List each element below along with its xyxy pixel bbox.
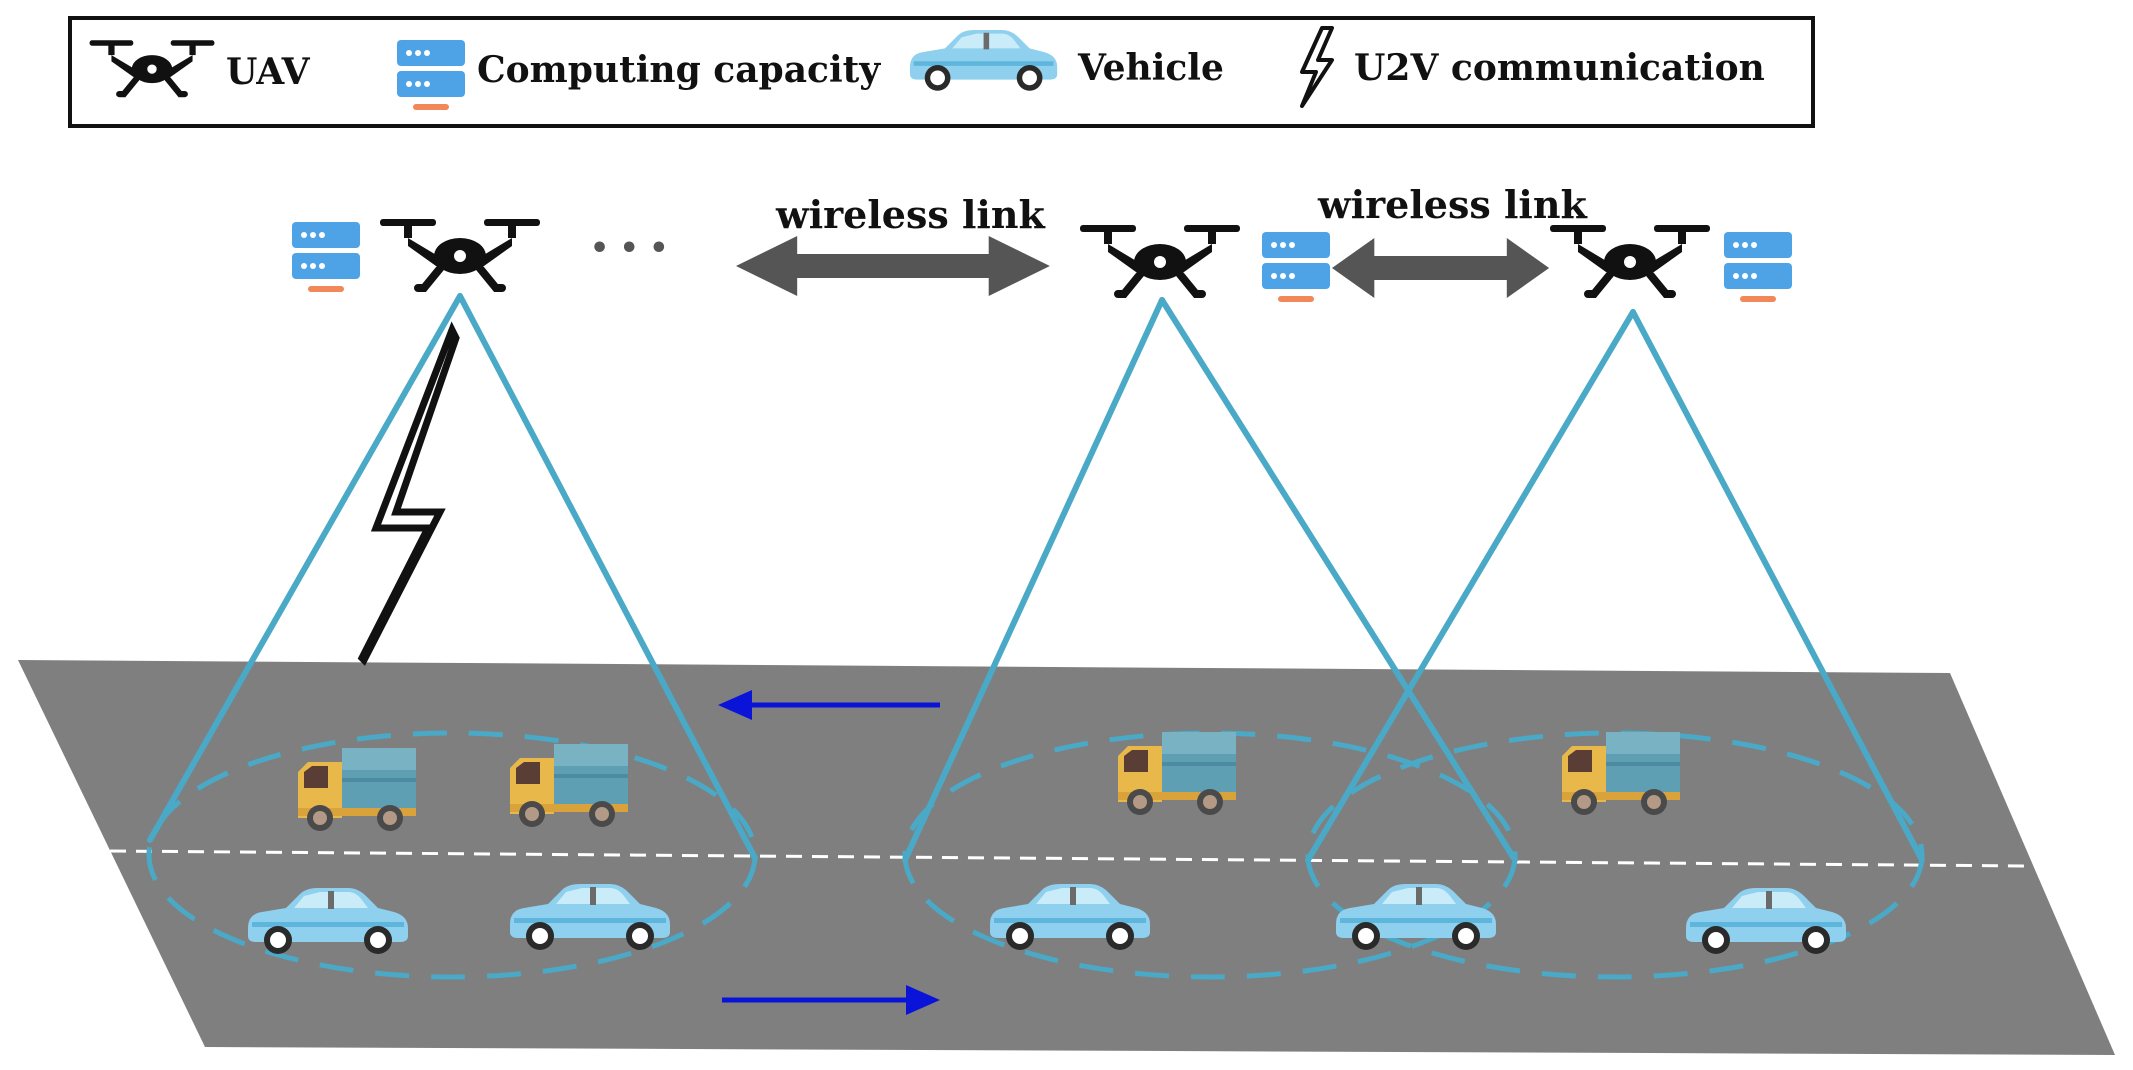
- cone-3-left: [1305, 309, 1636, 863]
- ellipsis: • • •: [590, 231, 668, 266]
- uav-3: [1550, 225, 1792, 302]
- wireless-link-label-1: wireless link: [775, 192, 1045, 237]
- lane-divider: [109, 849, 2031, 868]
- cone-1-right: [457, 293, 758, 861]
- legend-computing-label: Computing capacity: [477, 49, 881, 91]
- cone-3-right: [1630, 309, 1925, 863]
- road: [18, 660, 2115, 1055]
- uav-2: [1080, 225, 1330, 302]
- wireless-link-label-2: wireless link: [1317, 182, 1587, 227]
- wireless-link-arrow-2: [1332, 238, 1550, 298]
- wireless-link-arrow-1: [736, 236, 1050, 296]
- server-3-icon: [1724, 232, 1792, 302]
- legend: UAV Computing capacity Vehicle U2V commu…: [68, 16, 1815, 128]
- legend-vehicle-label: Vehicle: [1077, 47, 1224, 89]
- cone-2-left: [902, 297, 1165, 863]
- direction-arrow-right: [722, 985, 940, 1015]
- coverage-area-1: [146, 730, 758, 980]
- cone-1-left: [147, 293, 463, 843]
- coverage-area-2: [902, 730, 1518, 980]
- legend-u2v-label: U2V communication: [1354, 47, 1765, 89]
- uav-1: [292, 219, 540, 292]
- u2v-lightning-icon: [357, 321, 460, 666]
- drone-3-icon: [1550, 225, 1710, 294]
- legend-lightning-icon: [1300, 26, 1334, 108]
- drone-2-icon: [1080, 225, 1240, 294]
- drone-1-icon: [380, 219, 540, 288]
- direction-arrow-left: [718, 690, 940, 720]
- server-2-icon: [1262, 232, 1330, 302]
- uav-coverage-cones: [146, 293, 1925, 980]
- server-1-icon: [292, 222, 360, 292]
- legend-uav-label: UAV: [226, 51, 311, 93]
- cone-2-right: [1159, 297, 1518, 863]
- coverage-area-3: [1305, 730, 1925, 980]
